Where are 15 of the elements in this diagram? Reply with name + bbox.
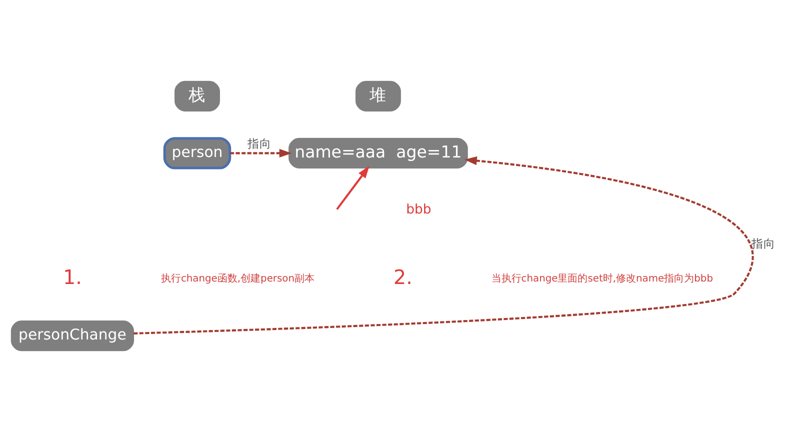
label: 1. xyxy=(63,265,82,288)
label: 当执行change里面的set时,修改name指向为bbb xyxy=(491,272,714,284)
arrow xyxy=(230,148,292,158)
edge-label: 指向 xyxy=(247,136,272,150)
edge-label: 指向 xyxy=(752,236,776,250)
label: 2. xyxy=(394,265,412,288)
node-box: 堆 xyxy=(355,80,401,111)
node-box: person xyxy=(163,136,232,169)
label: 执行change函数,创建person副本 xyxy=(160,272,315,284)
node-box: name=aaa age=11 xyxy=(288,137,468,168)
arrow xyxy=(134,156,753,334)
node-box: 栈 xyxy=(174,80,220,111)
node-label: bbb xyxy=(406,202,432,217)
arrow xyxy=(336,165,370,210)
node-box: personChange xyxy=(10,320,134,351)
